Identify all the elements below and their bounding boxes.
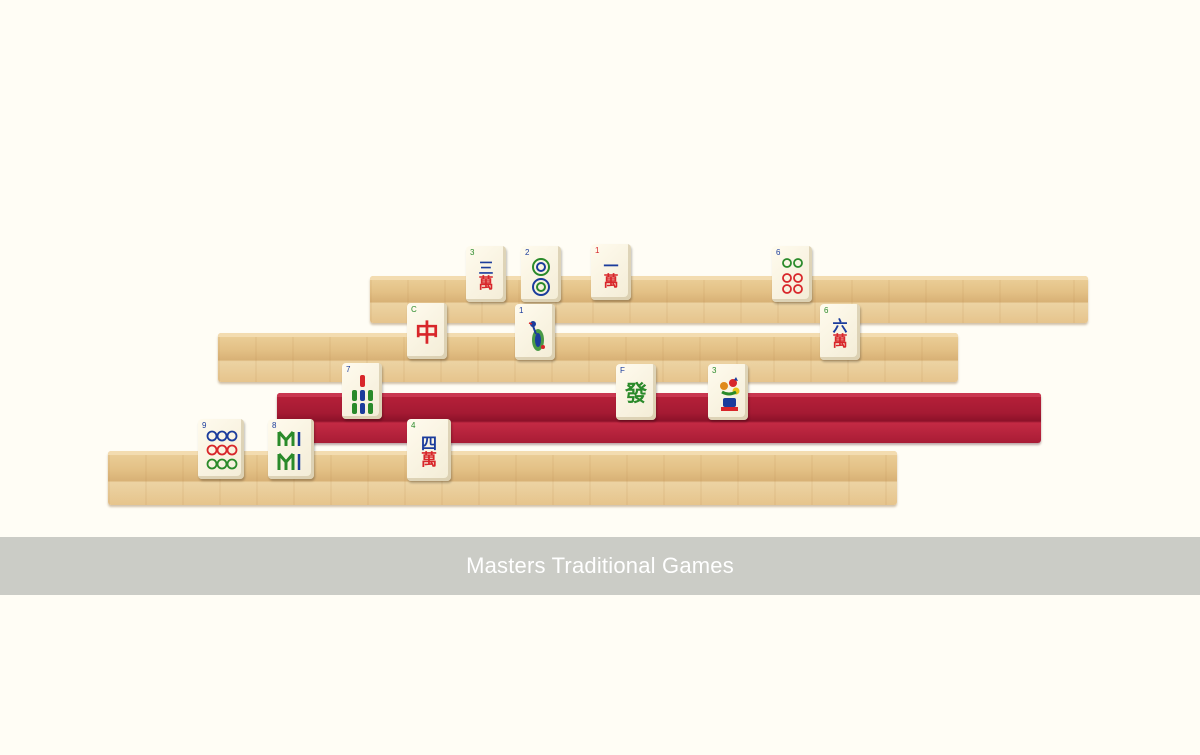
rack-red bbox=[277, 393, 1041, 443]
peacock-icon bbox=[528, 321, 545, 351]
tile-glyph-top: 六 bbox=[832, 317, 848, 335]
tile-index: 3 bbox=[712, 366, 717, 375]
bamboo-seven-icon bbox=[352, 375, 373, 414]
tile-index: 1 bbox=[595, 246, 600, 255]
tile-index: 2 bbox=[525, 248, 530, 257]
tile-index: 3 bbox=[470, 248, 475, 257]
tile-glyph-bottom: 萬 bbox=[832, 332, 848, 350]
mahjong-tile-9-circle: 9 bbox=[198, 419, 244, 479]
flower-pot-icon bbox=[720, 377, 740, 411]
mahjong-tile-1-character: 1 一 萬 bbox=[591, 244, 631, 300]
mahjong-tile-green-dragon: F 發 bbox=[616, 364, 656, 420]
mahjong-tile-6-character: 6 六 萬 bbox=[820, 304, 860, 360]
mahjong-tile-red-dragon: C 中 bbox=[407, 303, 447, 359]
tile-index: 6 bbox=[824, 306, 829, 315]
tile-glyph-top: 發 bbox=[624, 381, 647, 407]
tile-glyph-bottom: 萬 bbox=[478, 274, 494, 292]
mahjong-tile-1-bamboo: 1 bbox=[515, 304, 555, 360]
tile-glyph-top: 四 bbox=[420, 434, 437, 453]
circle-six-icon bbox=[782, 258, 803, 294]
mahjong-tile-2-circle: 2 bbox=[521, 246, 561, 302]
tile-glyph-top: 一 bbox=[603, 257, 619, 275]
mahjong-tile-flower-3: 3 bbox=[708, 364, 748, 420]
tile-index: 4 bbox=[411, 421, 416, 430]
tile-glyph-bottom: 萬 bbox=[603, 272, 619, 290]
bamboo-eight-icon bbox=[277, 431, 301, 470]
mahjong-tile-4-character: 4 四 萬 bbox=[407, 419, 451, 481]
tile-index: 6 bbox=[776, 248, 781, 257]
mahjong-tile-6-circle: 6 bbox=[772, 246, 812, 302]
tile-index: F bbox=[620, 366, 625, 375]
tile-glyph-bottom: 萬 bbox=[420, 450, 437, 469]
caption-text: Masters Traditional Games bbox=[466, 553, 734, 578]
mahjong-tile-7-bamboo: 7 bbox=[342, 363, 382, 419]
mahjong-tile-3-character: 3 三 萬 bbox=[466, 246, 506, 302]
tile-index: 7 bbox=[346, 365, 351, 374]
product-photo: 3 三 萬 2 1 一 萬 6 bbox=[108, 244, 1088, 505]
tile-glyph-top: 中 bbox=[415, 318, 439, 347]
circle-nine-icon bbox=[206, 430, 238, 470]
tile-glyph-top: 三 bbox=[478, 259, 494, 277]
circle-pair-icon bbox=[532, 258, 550, 296]
mahjong-tile-8-bamboo: 8 bbox=[268, 419, 314, 479]
tile-index: 1 bbox=[519, 306, 524, 315]
tile-index: 9 bbox=[202, 421, 207, 430]
caption-bar: Masters Traditional Games bbox=[0, 537, 1200, 595]
tile-index: 8 bbox=[272, 421, 277, 430]
tile-index: C bbox=[411, 305, 417, 314]
